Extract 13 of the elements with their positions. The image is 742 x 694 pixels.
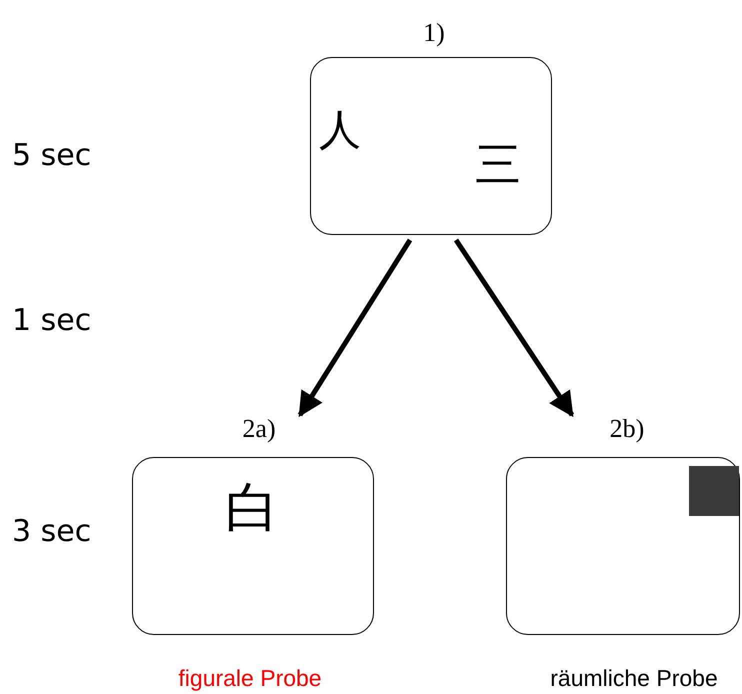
duration-label: 3 sec xyxy=(12,514,92,549)
chinese-character: 人 xyxy=(319,109,361,151)
condition-caption: figurale Probe xyxy=(178,665,322,692)
arrow xyxy=(298,238,412,418)
panel-number: 2b) xyxy=(610,414,644,444)
chinese-character: 白 xyxy=(225,481,279,535)
panel-number: 2a) xyxy=(242,414,276,444)
panel-number: 1) xyxy=(423,18,445,48)
duration-label: 5 sec xyxy=(12,138,92,173)
arrow xyxy=(454,238,574,418)
condition-caption: räumliche Probe xyxy=(550,665,718,692)
duration-label: 1 sec xyxy=(12,303,92,338)
chinese-character: 三 xyxy=(475,141,521,187)
